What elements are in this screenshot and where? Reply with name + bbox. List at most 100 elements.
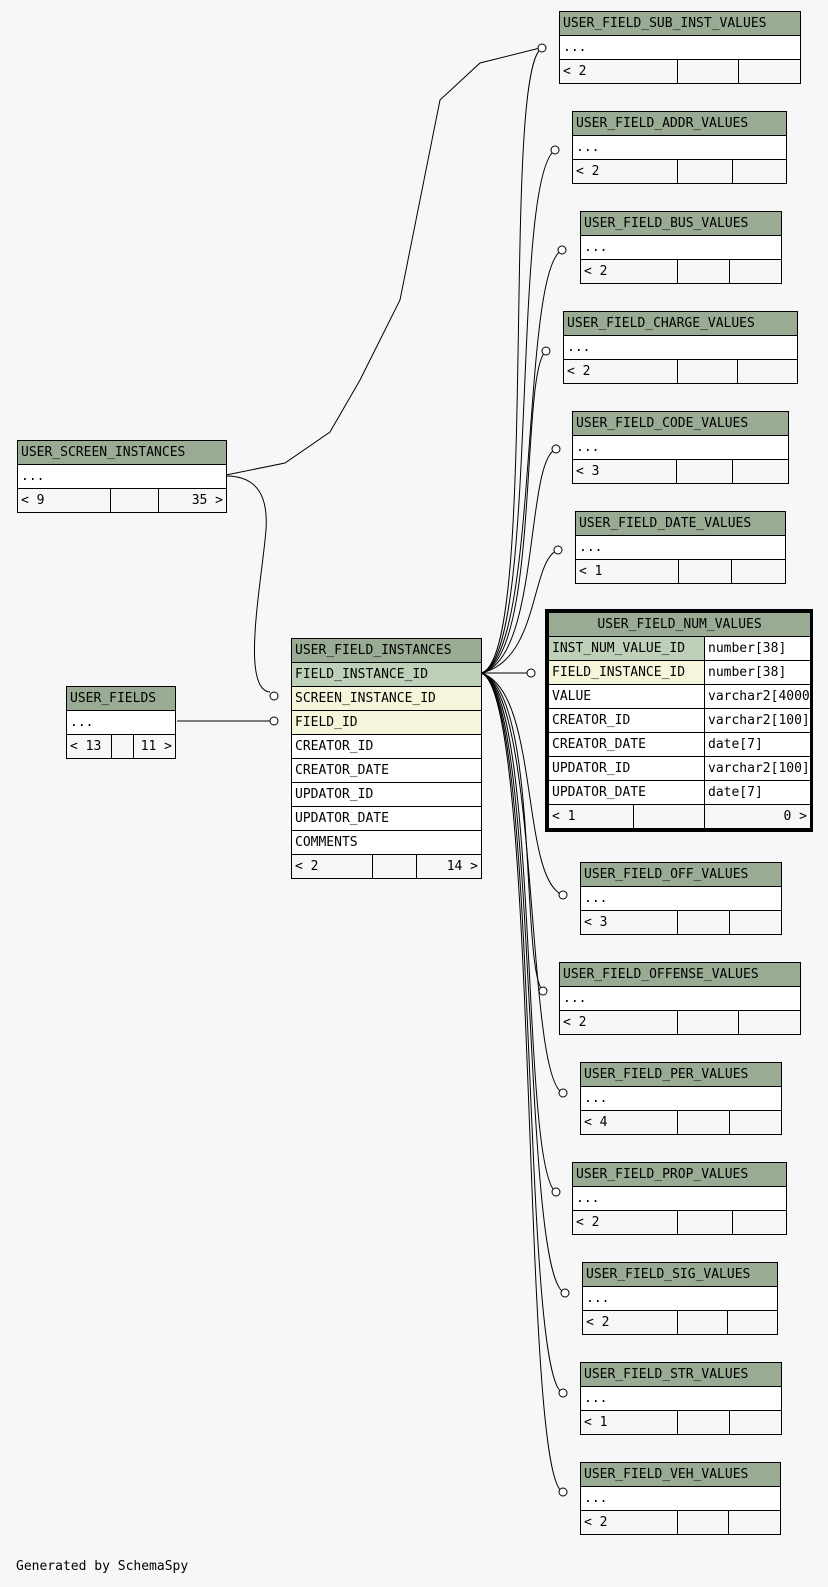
column-name: UPDATOR_DATE xyxy=(291,806,482,831)
table-user-field-offense-values[interactable]: USER_FIELD_OFFENSE_VALUES ... < 2 xyxy=(558,962,802,1035)
column-name: FIELD_INSTANCE_ID xyxy=(291,662,482,687)
table-user-field-charge-values[interactable]: USER_FIELD_CHARGE_VALUES ... < 2 xyxy=(562,311,799,384)
table-body: ... xyxy=(558,35,802,60)
table-user-field-instances[interactable]: USER_FIELD_INSTANCES FIELD_INSTANCE_ID S… xyxy=(291,638,482,879)
edge-fi-veh xyxy=(480,672,564,1493)
table-user-field-veh-values[interactable]: USER_FIELD_VEH_VALUES ... < 2 xyxy=(580,1462,781,1535)
column-type: varchar2[100] xyxy=(704,708,811,733)
edge-marker-per xyxy=(558,1088,568,1098)
edge-fi-offense xyxy=(480,672,544,992)
table-body: ... xyxy=(571,135,788,160)
table-header: USER_FIELD_PROP_VALUES xyxy=(571,1162,788,1187)
table-body: ... xyxy=(580,1386,782,1411)
parents-count: < 9 xyxy=(17,488,111,513)
column-name: UPDATOR_ID xyxy=(291,782,482,807)
table-body: ... xyxy=(571,435,790,460)
table-user-field-off-values[interactable]: USER_FIELD_OFF_VALUES ... < 3 xyxy=(580,862,782,935)
table-user-field-sig-values[interactable]: USER_FIELD_SIG_VALUES ... < 2 xyxy=(582,1262,778,1335)
column-name: CREATOR_ID xyxy=(291,734,482,759)
column-type: number[38] xyxy=(704,660,811,685)
edge-marker-charge xyxy=(541,346,551,356)
table-header: USER_FIELD_OFF_VALUES xyxy=(580,862,782,887)
table-user-field-per-values[interactable]: USER_FIELD_PER_VALUES ... < 4 xyxy=(580,1062,782,1135)
parents-count: < 2 xyxy=(580,1510,678,1535)
table-body: ... xyxy=(580,1486,781,1511)
edge-marker-prop xyxy=(551,1187,561,1197)
parents-count: < 2 xyxy=(572,1210,678,1235)
table-user-field-date-values[interactable]: USER_FIELD_DATE_VALUES ... < 1 xyxy=(574,511,787,584)
edge-marker-date xyxy=(553,545,563,555)
edge-fi-date xyxy=(480,549,559,674)
column-name: SCREEN_INSTANCE_ID xyxy=(291,686,482,711)
table-header: USER_FIELD_SUB_INST_VALUES xyxy=(558,11,802,36)
edge-fi-addr xyxy=(480,149,556,674)
edge-fi-sig xyxy=(480,672,566,1294)
edge-screen-to-fieldinst xyxy=(225,475,271,693)
edge-marker-screen xyxy=(269,691,279,701)
children-count: 11 > xyxy=(133,734,176,759)
edge-fi-prop xyxy=(480,672,557,1193)
table-user-field-addr-values[interactable]: USER_FIELD_ADDR_VALUES ... < 2 xyxy=(571,111,788,184)
parents-count: < 13 xyxy=(66,734,112,759)
edge-marker-off xyxy=(558,890,568,900)
column-name: FIELD_INSTANCE_ID xyxy=(548,660,705,685)
table-user-field-sub-inst-values[interactable]: USER_FIELD_SUB_INST_VALUES ... < 2 xyxy=(558,11,802,84)
column-name: CREATOR_DATE xyxy=(291,758,482,783)
table-header: USER_FIELD_BUS_VALUES xyxy=(580,211,782,236)
table-body: ... xyxy=(558,986,802,1011)
parents-count: < 1 xyxy=(580,1410,678,1435)
edge-fi-bus xyxy=(480,249,563,674)
parents-count: < 3 xyxy=(580,910,678,935)
column-type: varchar2[100] xyxy=(704,756,811,781)
table-body: ... xyxy=(580,235,782,260)
parents-count: < 2 xyxy=(291,854,373,879)
edge-fi-off xyxy=(480,672,564,896)
column-type: number[38] xyxy=(704,636,811,661)
parents-count: < 2 xyxy=(559,59,678,84)
parents-count: < 1 xyxy=(549,805,634,828)
table-header: USER_FIELD_INSTANCES xyxy=(291,638,482,663)
parents-count: < 3 xyxy=(572,459,677,484)
table-header: USER_FIELDS xyxy=(66,686,176,711)
table-user-field-prop-values[interactable]: USER_FIELD_PROP_VALUES ... < 2 xyxy=(571,1162,788,1235)
table-body: ... xyxy=(580,1086,782,1111)
table-header: USER_FIELD_PER_VALUES xyxy=(580,1062,782,1087)
edge-marker-code xyxy=(551,444,561,454)
edge-fi-charge xyxy=(480,350,547,674)
table-header: USER_SCREEN_INSTANCES xyxy=(17,440,227,465)
table-header: USER_FIELD_CHARGE_VALUES xyxy=(562,311,799,336)
table-header: USER_FIELD_OFFENSE_VALUES xyxy=(558,962,802,987)
children-count: 0 > xyxy=(704,804,811,829)
parents-count: < 2 xyxy=(559,1010,678,1035)
table-user-field-bus-values[interactable]: USER_FIELD_BUS_VALUES ... < 2 xyxy=(580,211,782,284)
table-body: ... xyxy=(582,1286,778,1311)
parents-count: < 2 xyxy=(563,359,678,384)
table-header: USER_FIELD_NUM_VALUES xyxy=(548,612,811,637)
parents-count: < 2 xyxy=(582,1310,678,1335)
column-name: UPDATOR_DATE xyxy=(548,780,705,805)
column-name: COMMENTS xyxy=(291,830,482,855)
column-name: VALUE xyxy=(548,684,705,709)
column-name: INST_NUM_VALUE_ID xyxy=(548,636,705,661)
table-user-field-str-values[interactable]: USER_FIELD_STR_VALUES ... < 1 xyxy=(580,1362,782,1435)
edge-marker-num xyxy=(526,668,536,678)
table-header: USER_FIELD_STR_VALUES xyxy=(580,1362,782,1387)
generated-by-footer: Generated by SchemaSpy xyxy=(16,1559,189,1574)
parents-count: < 4 xyxy=(580,1110,678,1135)
table-body: ... xyxy=(580,886,782,911)
table-header: USER_FIELD_VEH_VALUES xyxy=(580,1462,781,1487)
table-body: ... xyxy=(562,335,799,360)
column-type: date[7] xyxy=(704,732,811,757)
table-user-field-code-values[interactable]: USER_FIELD_CODE_VALUES ... < 3 xyxy=(571,411,790,484)
edge-marker-bus xyxy=(557,245,567,255)
edge-marker-fields xyxy=(269,716,279,726)
parents-count: < 2 xyxy=(572,159,678,184)
parents-count: < 1 xyxy=(575,559,679,584)
table-header: USER_FIELD_SIG_VALUES xyxy=(582,1262,778,1287)
children-count: 35 > xyxy=(158,488,227,513)
edge-marker-veh xyxy=(558,1487,568,1497)
